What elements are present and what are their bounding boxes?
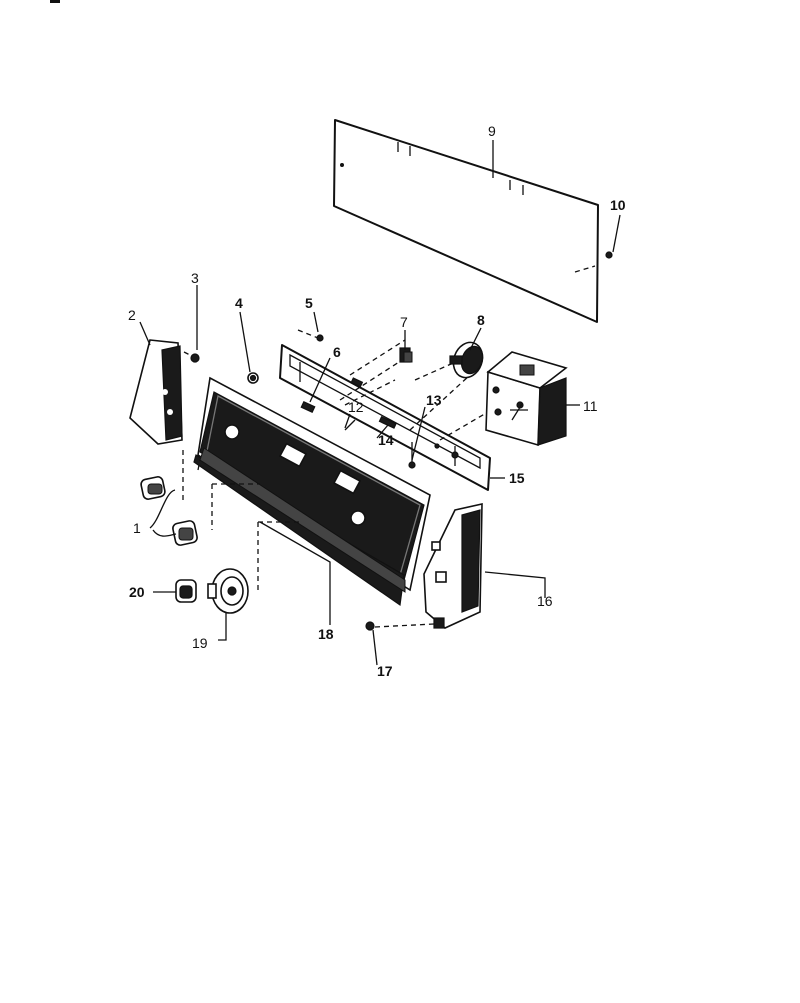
right-end-cap-16 [423, 502, 483, 629]
callout-14: 14 [378, 432, 394, 448]
callout-13: 13 [426, 392, 442, 408]
hardware-14 [378, 416, 397, 429]
callout-12: 12 [348, 399, 364, 415]
timer-11 [485, 351, 568, 447]
screw-10 [605, 251, 613, 259]
leader-lines [139, 140, 621, 666]
screw-3 [183, 351, 200, 363]
clip-7 [399, 347, 413, 363]
callout-6: 6 [333, 344, 341, 360]
back-panel-9 [333, 119, 599, 323]
callout-11: 11 [583, 398, 598, 414]
callout-20: 20 [129, 584, 145, 600]
knob-1a [140, 476, 166, 500]
hardware-12 [344, 377, 364, 431]
knob-20 [175, 579, 197, 603]
callout-4: 4 [235, 295, 243, 311]
hardware-13 [408, 442, 416, 469]
callout-7: 7 [400, 314, 408, 330]
hardware-6 [300, 400, 316, 414]
knob-1b [172, 520, 198, 546]
callout-18: 18 [318, 626, 334, 642]
callout-17: 17 [377, 663, 393, 679]
callout-2: 2 [128, 307, 136, 323]
callout-9: 9 [488, 123, 496, 139]
callout-10: 10 [610, 197, 626, 213]
corner-mark [50, 0, 60, 3]
callout-15: 15 [509, 470, 525, 486]
dial-19 [207, 568, 249, 614]
callout-1: 1 [133, 520, 141, 536]
bushing-4 [247, 372, 259, 384]
screw-17 [365, 621, 435, 631]
callout-3: 3 [191, 270, 199, 286]
callout-16: 16 [537, 593, 553, 609]
callout-5: 5 [305, 295, 313, 311]
callout-8: 8 [477, 312, 485, 328]
callout-19: 19 [192, 635, 208, 651]
rotary-switch-8 [449, 341, 484, 379]
hardware-5 [316, 334, 324, 342]
left-end-cap-2 [129, 339, 183, 445]
